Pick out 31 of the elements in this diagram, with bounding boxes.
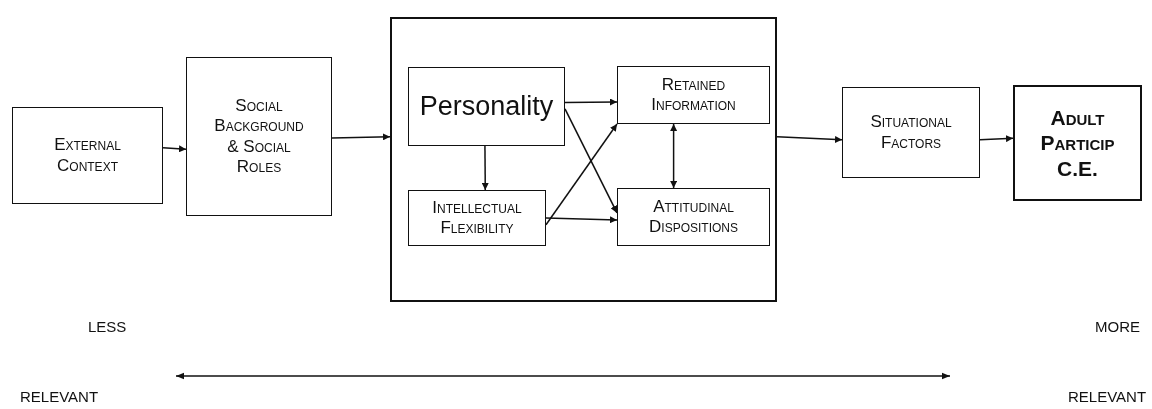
scale-label: RELEVANT (1068, 388, 1147, 405)
arrow (331, 133, 391, 141)
process-box (617, 188, 770, 246)
scale-label: MORE (1095, 318, 1140, 335)
arrow (979, 135, 1014, 143)
process-box (408, 67, 565, 146)
box-text: External Context (53, 135, 122, 176)
box-text: Intellectual Flexibility (431, 197, 523, 239)
arrow (670, 123, 678, 189)
arrow (545, 216, 618, 224)
box-text: Personality (418, 90, 555, 123)
scale-label: LESS (88, 318, 127, 335)
process-box (12, 107, 163, 204)
arrow (481, 145, 489, 191)
box-text: Social Background & Social Roles (213, 95, 305, 178)
box-text: Situational Factors (869, 112, 953, 153)
arrow (545, 123, 618, 226)
process-box (617, 66, 770, 124)
box-text: Retained Information (650, 74, 737, 116)
arrow (776, 135, 843, 143)
arrow (162, 145, 187, 153)
box-text: Attitudinal Dispositions (648, 196, 739, 238)
group-box (390, 17, 777, 302)
arrow (564, 98, 618, 106)
scale-label: RELEVANT (20, 388, 99, 405)
process-box (1013, 85, 1142, 201)
process-box (186, 57, 332, 216)
process-box (842, 87, 980, 178)
box-text: Adult Particip C.E. (1039, 105, 1116, 181)
arrow (564, 108, 618, 214)
process-box (408, 190, 546, 246)
